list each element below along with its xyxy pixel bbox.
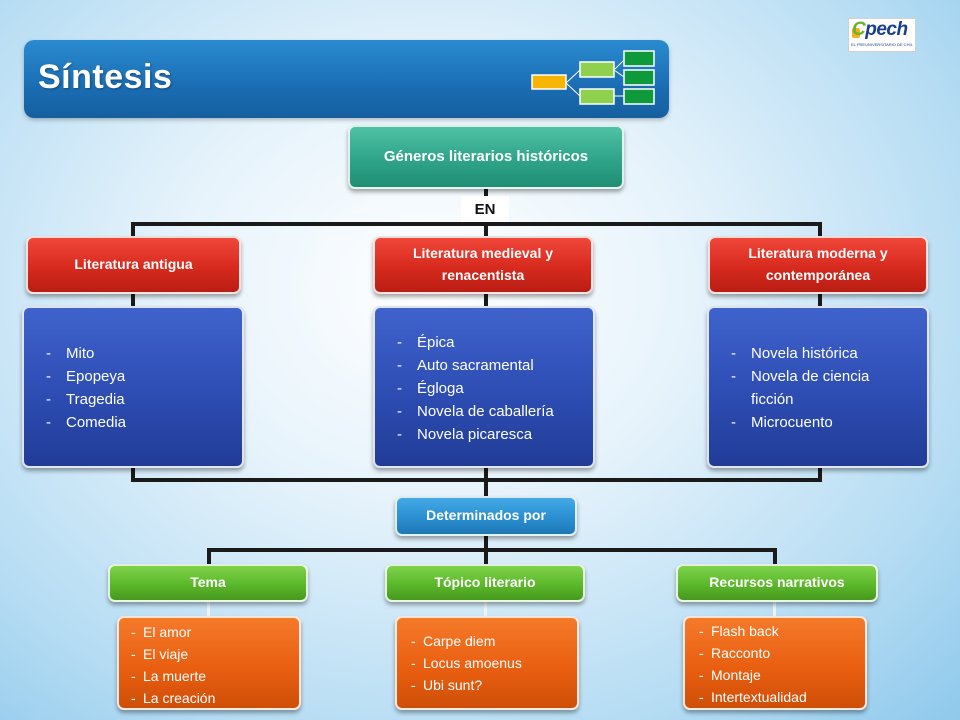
factor-list-tema: El amor El viaje La muerte La creación	[129, 621, 215, 709]
category-list-box-moderna: Novela histórica Novela de ciencia ficci…	[707, 306, 929, 468]
determined-by-node: Determinados por	[395, 496, 577, 536]
category-list-medieval: Épica Auto sacramental Égloga Novela de …	[387, 331, 554, 446]
list-item: Auto sacramental	[387, 354, 554, 377]
category-list-box-medieval: Épica Auto sacramental Égloga Novela de …	[373, 306, 595, 468]
connector-recursos-list	[773, 600, 776, 618]
factor-tema: Tema	[108, 564, 308, 602]
list-item: Carpe diem	[409, 630, 522, 652]
list-item: Flash back	[697, 620, 807, 642]
connector-factor-left	[207, 548, 211, 566]
factor-list-box-recursos: Flash back Racconto Montaje Intertextual…	[683, 616, 867, 710]
category-literatura-medieval: Literatura medieval y renacentista	[373, 236, 593, 294]
logo-mark-icon	[852, 28, 860, 38]
list-item: El viaje	[129, 643, 215, 665]
list-item: Montaje	[697, 664, 807, 686]
factor-list-box-topico: Carpe diem Locus amoenus Ubi sunt?	[395, 616, 579, 710]
list-item: La creación	[129, 687, 215, 709]
factor-list-box-tema: El amor El viaje La muerte La creación	[117, 616, 301, 710]
factor-recursos-narrativos: Recursos narrativos	[676, 564, 878, 602]
connector-determinados-stem	[484, 534, 488, 550]
slide-title: Síntesis	[38, 58, 173, 96]
connector-label: EN	[461, 196, 509, 222]
connector-tema-list	[207, 600, 210, 618]
logo-wordmark: Cpech	[852, 19, 908, 40]
connector-bottom-bar	[131, 478, 822, 482]
connector-factor-right	[773, 548, 777, 566]
category-literatura-antigua: Literatura antigua	[26, 236, 241, 294]
list-item: El amor	[129, 621, 215, 643]
logo-tagline: EL PREUNIVERSITARIO DE CHILE	[851, 42, 913, 47]
factor-topico-literario: Tópico literario	[385, 564, 585, 602]
list-item: Novela histórica	[721, 342, 901, 365]
list-item: Microcuento	[721, 411, 901, 434]
category-list-moderna: Novela histórica Novela de ciencia ficci…	[721, 342, 901, 434]
list-item: Comedia	[36, 411, 126, 434]
category-list-antigua: Mito Epopeya Tragedia Comedia	[36, 342, 126, 434]
list-item: Novela de ciencia ficción	[721, 365, 901, 411]
connector-topico-list	[484, 600, 487, 618]
factor-list-topico: Carpe diem Locus amoenus Ubi sunt?	[409, 630, 522, 696]
connector-top-bar	[131, 222, 822, 226]
list-item: Épica	[387, 331, 554, 354]
list-item: La muerte	[129, 665, 215, 687]
connector-drop-left	[131, 222, 135, 238]
list-item: Égloga	[387, 377, 554, 400]
category-list-box-antigua: Mito Epopeya Tragedia Comedia	[22, 306, 244, 468]
factor-list-recursos: Flash back Racconto Montaje Intertextual…	[697, 620, 807, 708]
list-item: Ubi sunt?	[409, 674, 522, 696]
connector-drop-center	[484, 222, 488, 238]
list-item: Novela de caballería	[387, 400, 554, 423]
list-item: Racconto	[697, 642, 807, 664]
list-item: Mito	[36, 342, 126, 365]
list-item: Intertextualidad	[697, 686, 807, 708]
list-item: Epopeya	[36, 365, 126, 388]
category-literatura-moderna: Literatura moderna y contemporánea	[708, 236, 928, 294]
list-item: Novela picaresca	[387, 423, 554, 446]
connector-factor-center	[484, 548, 488, 566]
connector-factors-bar	[207, 548, 777, 552]
root-node: Géneros literarios históricos	[348, 125, 624, 189]
mini-diagram-icon	[531, 50, 655, 105]
list-item: Tragedia	[36, 388, 126, 411]
connector-drop-right	[818, 222, 822, 238]
list-item: Locus amoenus	[409, 652, 522, 674]
connector-to-determinados	[484, 478, 488, 498]
